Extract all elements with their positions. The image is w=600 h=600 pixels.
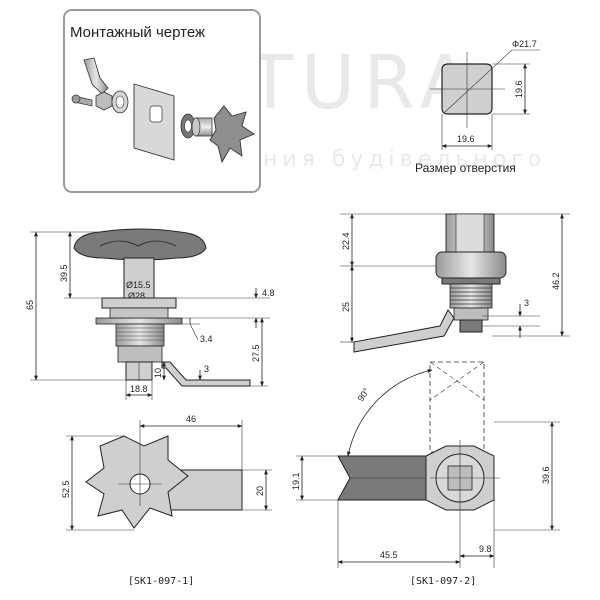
tv2-cam-height: 19.1 bbox=[291, 472, 301, 490]
exploded-parts-illustration bbox=[71, 57, 255, 164]
tv2-offset: 9.8 bbox=[479, 544, 492, 554]
sv2-lower-height: 25 bbox=[341, 302, 351, 312]
tv1-height: 52.5 bbox=[61, 480, 71, 498]
tv1-cam-width: 20 bbox=[255, 486, 265, 496]
sv1-base-width: 18.8 bbox=[130, 384, 148, 394]
hole-caption: Размер отверстия bbox=[415, 161, 516, 175]
tv1-width: 46 bbox=[186, 414, 196, 424]
sv1-knob-height: 39.5 bbox=[59, 264, 69, 282]
sv1-thread-lines bbox=[116, 327, 164, 341]
side-view-2: 22.4 25 46.2 3 bbox=[340, 213, 570, 353]
hole-dia-label: Φ21.7 bbox=[512, 39, 537, 49]
sv2-total-height: 46.2 bbox=[551, 272, 561, 290]
sv2-thread-lines bbox=[450, 287, 492, 305]
sv2-cam-thick: 3 bbox=[524, 298, 529, 308]
inset-title: Монтажный чертеж bbox=[70, 24, 205, 41]
sv1-flange: 3.4 bbox=[200, 334, 213, 344]
tv2-label: [SK1-097-2] bbox=[410, 576, 476, 587]
sv1-overall-height: 65 bbox=[25, 300, 35, 310]
side-view-1: Ø15.5 Ø28 65 39.5 4.8 bbox=[25, 228, 275, 400]
sv1-bolt-offset: 10 bbox=[153, 368, 163, 378]
tv2-angle: 90° bbox=[355, 386, 371, 403]
sv1-washer: 4.8 bbox=[262, 288, 275, 298]
top-view-1: 46 52.5 20 [SK1-097-1] bbox=[61, 414, 272, 587]
hole-size-view: Φ21.7 19.6 19.6 Размер отверстия bbox=[415, 39, 540, 175]
sv1-lower-height: 27.5 bbox=[251, 344, 261, 362]
mounting-inset: Монтажный чертеж bbox=[63, 9, 261, 193]
tv2-total-width: 45.5 bbox=[380, 550, 398, 560]
hole-height-label: 19.6 bbox=[514, 80, 524, 98]
tv1-label: [SK1-097-1] bbox=[128, 576, 194, 587]
sv1-cam-thick: 3 bbox=[204, 364, 209, 374]
sv1-dia-small: Ø15.5 bbox=[126, 280, 151, 290]
sv1-dia-big: Ø28 bbox=[128, 291, 145, 301]
top-view-2: 90° 19.1 39.6 45.5 9.8 [SK1-097-2] bbox=[291, 361, 560, 587]
sv2-top-height: 22.4 bbox=[341, 232, 351, 250]
tv2-right-height: 39.6 bbox=[541, 466, 551, 484]
hole-width-label: 19.6 bbox=[457, 134, 475, 144]
